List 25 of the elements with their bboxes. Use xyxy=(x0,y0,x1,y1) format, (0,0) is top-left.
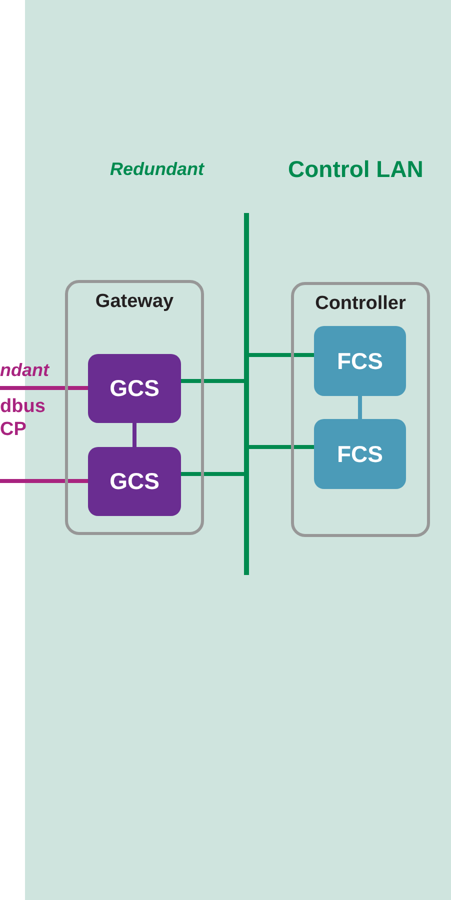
group-box xyxy=(291,282,430,537)
text-label: Redundant xyxy=(110,159,204,180)
text-label: dbus xyxy=(0,396,46,418)
connector-line xyxy=(249,445,314,449)
connector-line xyxy=(0,386,88,390)
connector-line xyxy=(181,472,244,476)
text-label: ndant xyxy=(0,360,49,381)
connector-line xyxy=(181,379,244,383)
device-label: GCS xyxy=(110,375,160,402)
device-label: FCS xyxy=(337,440,383,468)
text-label: CP xyxy=(0,419,26,441)
connector-line xyxy=(0,479,88,483)
group-box xyxy=(65,280,204,535)
group-title: Controller xyxy=(315,293,406,315)
connector-line xyxy=(249,353,314,357)
device-box xyxy=(88,447,181,516)
device-label: FCS xyxy=(337,348,383,374)
connector-line xyxy=(358,396,362,419)
group-title: Gateway xyxy=(95,291,174,313)
device-box xyxy=(314,419,406,489)
device-box xyxy=(314,326,406,396)
text-label: Control LAN xyxy=(288,156,424,183)
device-label: GCS xyxy=(110,468,160,495)
device-box xyxy=(88,354,181,423)
connector-line xyxy=(132,423,136,447)
